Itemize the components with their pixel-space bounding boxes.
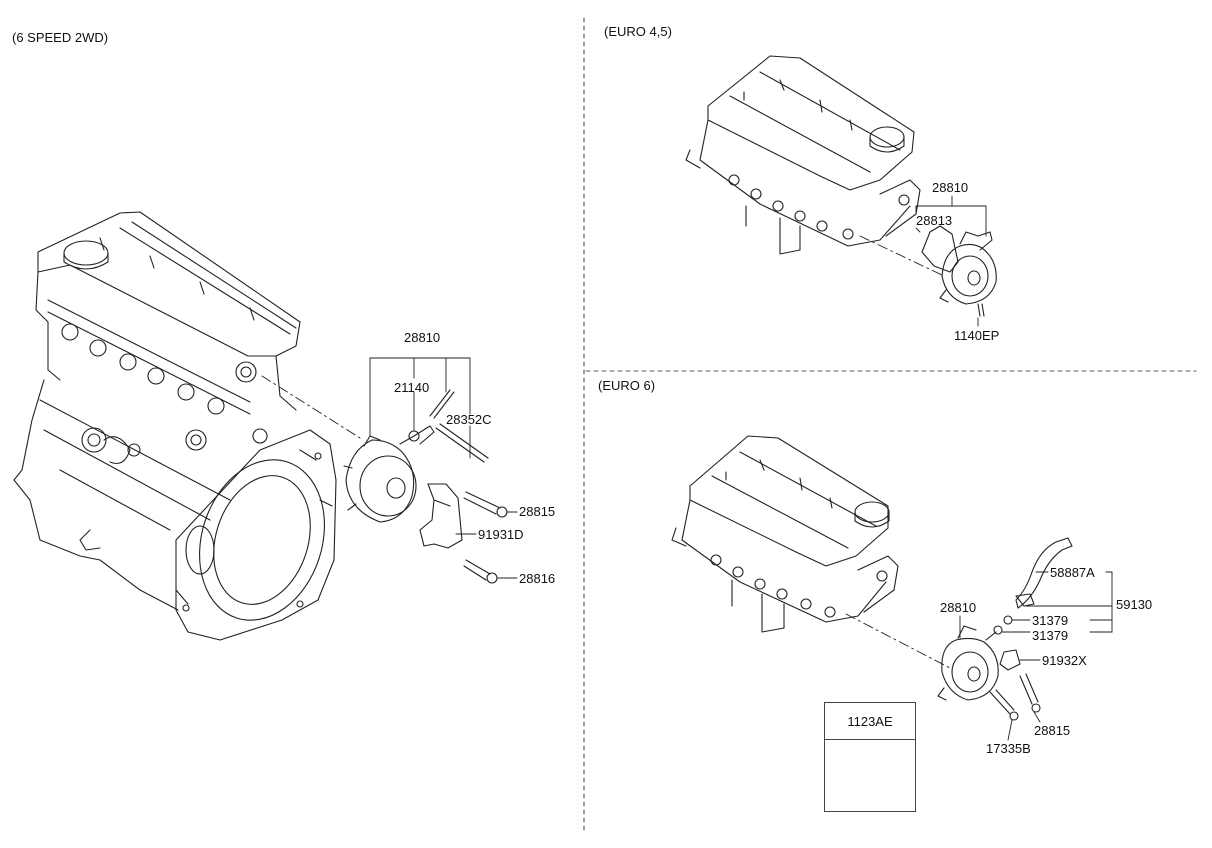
part-label-euro6-28810[interactable]: 28810 <box>940 600 977 615</box>
vacuum-pump-euro6 <box>937 625 999 701</box>
cylinder-head-euro45 <box>685 55 921 255</box>
part-label-1140ep[interactable]: 1140EP <box>954 328 1000 343</box>
bolt-1140ep <box>977 303 985 317</box>
section-title-euro6: (EURO 6) <box>598 378 656 393</box>
rod-28352c <box>435 423 489 463</box>
bolt-28815-euro6 <box>1019 673 1041 713</box>
gasket-28813 <box>921 225 959 273</box>
part-label-euro6-28815[interactable]: 28815 <box>1034 723 1071 738</box>
part-label-59130[interactable]: 59130 <box>1116 597 1153 612</box>
bolt-28816 <box>463 559 498 584</box>
bracket-91932x <box>999 649 1021 671</box>
section-title-euro45: (EURO 4,5) <box>604 24 672 39</box>
part-label-17335b[interactable]: 17335B <box>986 741 1031 756</box>
bracket-91931d <box>419 483 463 549</box>
vacuum-pump-euro45 <box>939 231 997 305</box>
leader-lines-euro6 <box>845 571 1113 741</box>
vacuum-pump-left <box>343 425 435 523</box>
leader-lines-euro45 <box>859 195 987 327</box>
inset-box-title: 1123AE <box>825 703 915 740</box>
part-label-91932x[interactable]: 91932X <box>1042 653 1087 668</box>
bolt-28815 <box>463 491 508 518</box>
part-label-31379-upper[interactable]: 31379 <box>1032 613 1069 628</box>
bolt-17335b <box>989 689 1019 721</box>
part-label-58887a[interactable]: 58887A <box>1050 565 1095 580</box>
bolt-21140 <box>429 389 455 419</box>
part-label-91931d[interactable]: 91931D <box>478 527 524 542</box>
part-label-28816[interactable]: 28816 <box>519 571 556 586</box>
leader-lines-left <box>261 357 518 579</box>
cylinder-head-euro6 <box>671 435 899 633</box>
engine-block-illustration <box>13 211 337 641</box>
hose-58887a <box>1015 537 1073 609</box>
part-label-21140[interactable]: 21140 <box>394 380 430 395</box>
part-label-28815[interactable]: 28815 <box>519 504 556 519</box>
section-title-left: (6 SPEED 2WD) <box>12 30 109 45</box>
part-label-28810[interactable]: 28810 <box>404 330 441 345</box>
part-label-31379-lower[interactable]: 31379 <box>1032 628 1069 643</box>
part-label-euro45-28810[interactable]: 28810 <box>932 180 969 195</box>
part-label-28813[interactable]: 28813 <box>916 213 953 228</box>
clamp-31379 <box>993 615 1013 635</box>
part-label-28352c[interactable]: 28352C <box>446 412 492 427</box>
inset-box-1123ae[interactable]: 1123AE <box>824 702 916 812</box>
